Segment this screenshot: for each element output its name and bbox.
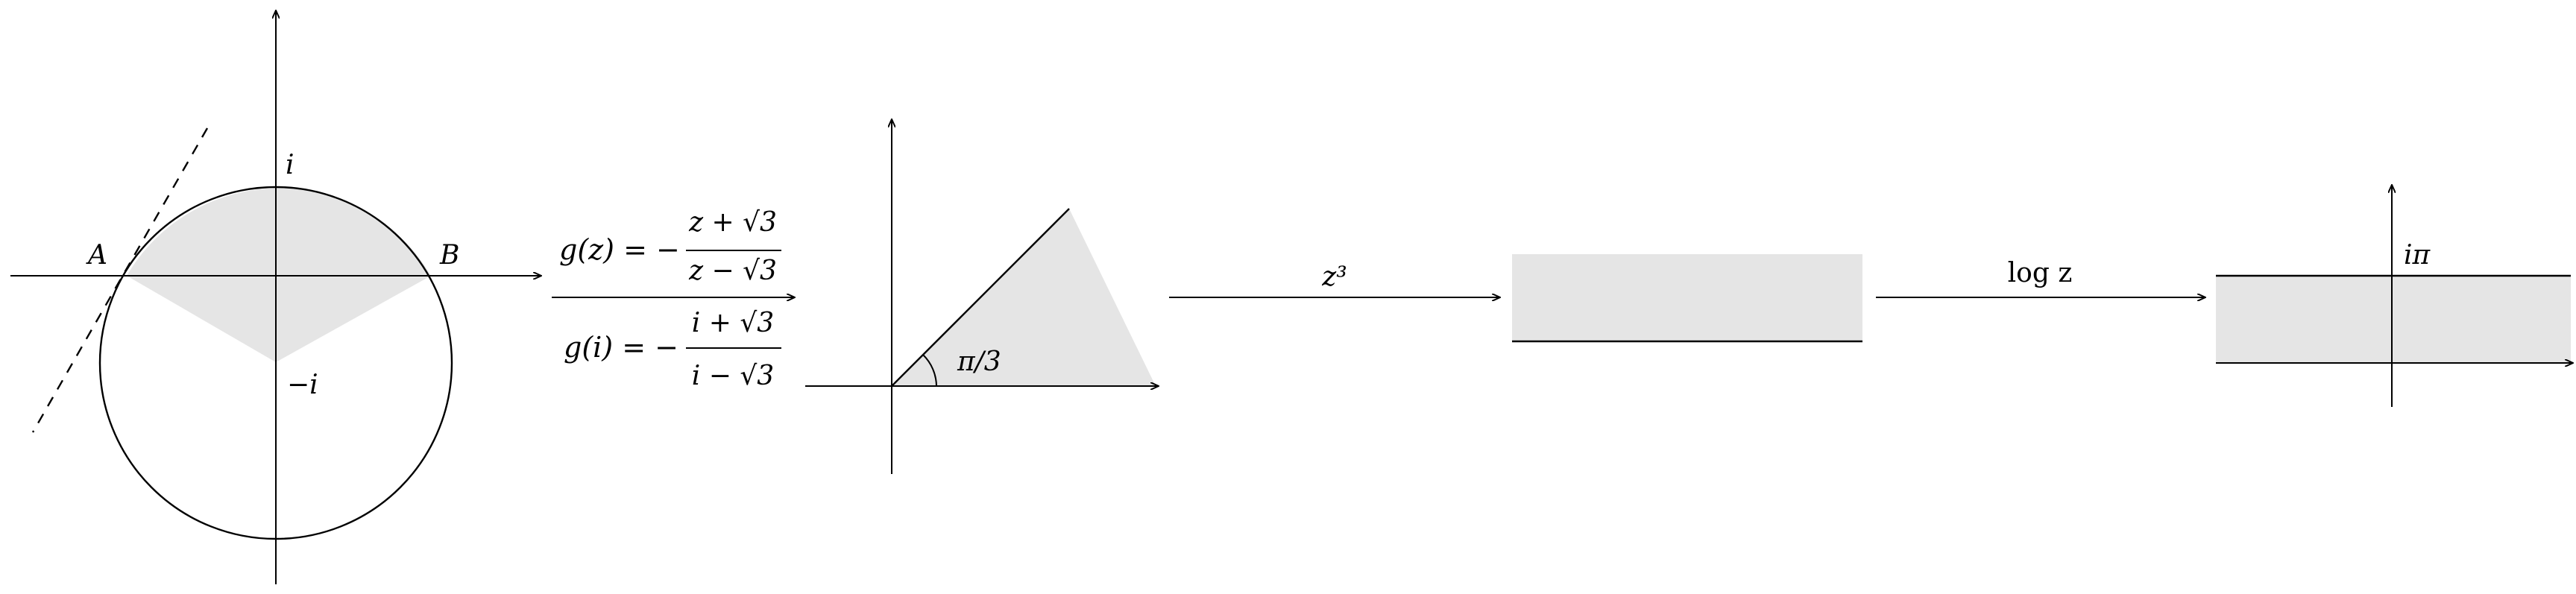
tangent-line-dashed (31, 127, 209, 433)
wedge-ray (891, 208, 1070, 387)
formula-gz-numerator: z + √3 (688, 207, 777, 238)
angle-arc (922, 354, 937, 387)
strip-label-ipi: iπ (2404, 240, 2431, 271)
shaded-half-plane (1512, 254, 1862, 341)
shaded-wedge (892, 209, 1156, 386)
circle-boundary (98, 186, 453, 540)
formula-gi-denominator: i − √3 (692, 361, 774, 391)
formula-gi-numerator: i + √3 (692, 308, 774, 338)
formula-gz-lhs: g(z) = − (559, 233, 680, 266)
formula-gz-denominator: z − √3 (688, 256, 777, 286)
panel-strip: iπ (2216, 185, 2573, 407)
label-minus-i: −i (287, 370, 318, 400)
log-label: log z (2008, 258, 2073, 288)
angle-label: π/3 (957, 347, 1001, 377)
map-arrow-mobius: g(z) = − z + √3 z − √3 g(i) = − i + √3 i… (552, 207, 795, 391)
panel-wedge: π/3 (805, 119, 1159, 474)
formula-gi-lhs: g(i) = − (564, 331, 678, 364)
map-arrow-log: log z (1876, 258, 2205, 297)
label-A: A (86, 240, 107, 271)
label-B: B (439, 240, 459, 271)
cube-label: z³ (1321, 262, 1347, 292)
label-i: i (286, 150, 295, 180)
panel-circle-domain: i −i A B (10, 10, 541, 584)
panel-half-plane (1512, 254, 1862, 343)
shaded-strip (2216, 276, 2571, 363)
map-arrow-cube: z³ (1169, 262, 1500, 297)
